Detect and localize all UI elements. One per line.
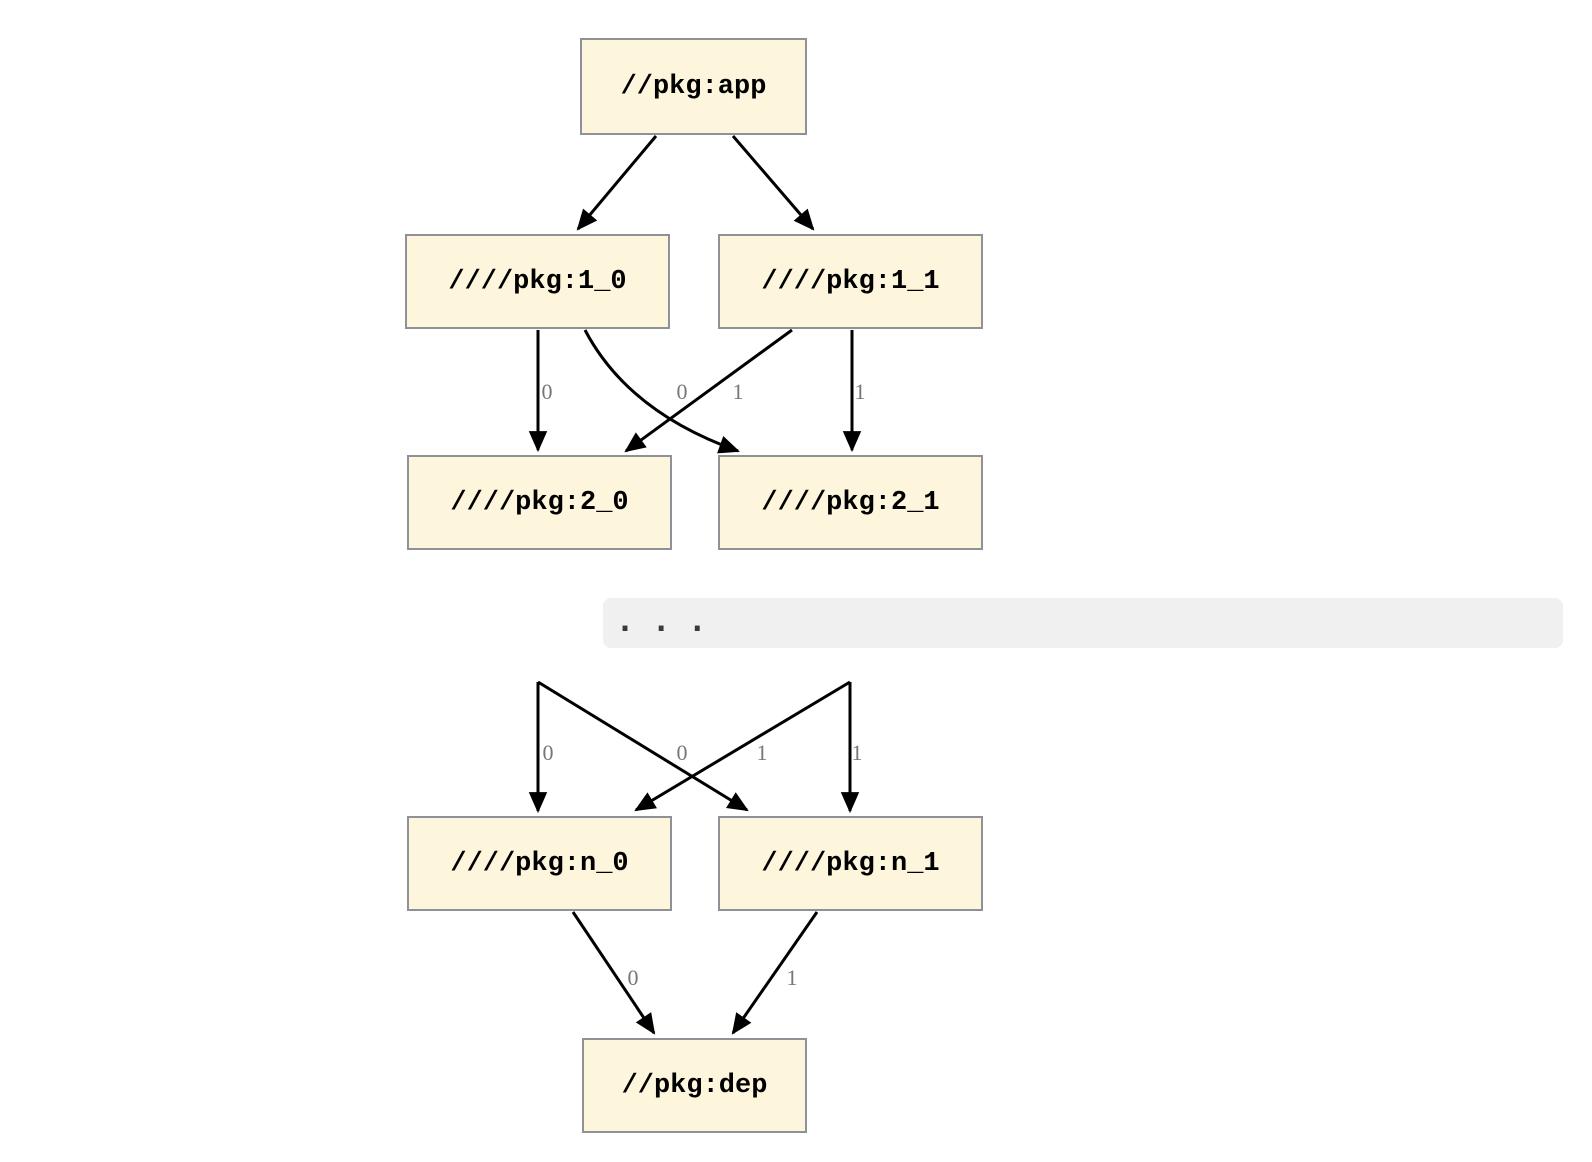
edge-label-1_1-2_0: 0: [677, 379, 688, 404]
node-pkg-1_1: ////pkg:1_1: [718, 234, 983, 329]
edge-n_1-to-dep: [731, 911, 819, 1035]
node-pkg-n_1: ////pkg:n_1: [718, 816, 983, 911]
node-pkg-2_0: ////pkg:2_0: [407, 455, 672, 550]
edge-label-n_0-dep: 0: [628, 965, 639, 990]
node-pkg-1_0: ////pkg:1_0: [405, 234, 670, 329]
node-pkg-app: //pkg:app: [580, 38, 807, 135]
edge-label-n_1-dep: 1: [787, 965, 798, 990]
node-pkg-2_1: ////pkg:2_1: [718, 455, 983, 550]
edge-app-to-1_0: [576, 135, 658, 231]
node-pkg-dep: //pkg:dep: [582, 1038, 807, 1133]
edge-app-to-1_1: [731, 135, 815, 231]
edge-label-1_0-2_1: 1: [733, 379, 744, 404]
node-pkg-n_0: ////pkg:n_0: [407, 816, 672, 911]
elided-rows-ellipsis: . . .: [603, 598, 1563, 648]
edge-label-elided-n_0-cross: 0: [677, 740, 688, 765]
edge-n_0-to-dep: [571, 911, 656, 1035]
edge-label-elided-n_1-cross: 1: [757, 740, 768, 765]
edge-1_0-to-2_1: [583, 329, 740, 454]
edge-label-elided-n_1-straight: 1: [852, 740, 863, 765]
edge-label-1_0-2_0: 0: [542, 379, 553, 404]
edge-label-elided-n_0-straight: 0: [543, 740, 554, 765]
edge-elided-to-n_1-cross: [537, 680, 749, 812]
edge-elided-to-n_0-cross: [634, 680, 851, 812]
edge-label-1_1-2_1: 1: [855, 379, 866, 404]
edge-1_1-to-2_0: [624, 328, 793, 453]
